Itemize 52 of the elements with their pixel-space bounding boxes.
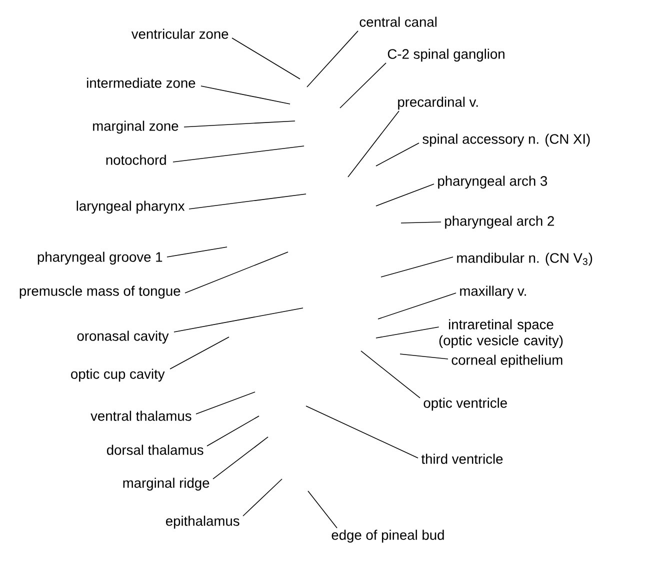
label: optic cup cavity xyxy=(71,368,165,382)
leader-line xyxy=(376,326,440,338)
leader-line xyxy=(378,292,456,320)
leader-line xyxy=(242,478,282,516)
label: spinal accessory n. (CN XI) xyxy=(422,134,590,147)
leader-line xyxy=(380,256,454,278)
leader-line xyxy=(174,308,304,332)
label: ventricular zone xyxy=(131,28,228,39)
leader-line xyxy=(400,222,442,224)
leader-line xyxy=(184,120,296,128)
label: third ventricle xyxy=(421,454,503,464)
leader-line xyxy=(166,246,228,258)
label: oronasal cavity xyxy=(77,330,169,344)
label: intermediate zone xyxy=(87,78,196,88)
label: precardinal v. xyxy=(398,96,478,110)
leader-line xyxy=(306,406,418,458)
leader-line xyxy=(306,30,358,88)
label: notochord xyxy=(106,154,166,165)
leader-line xyxy=(348,110,400,178)
label: central canal xyxy=(360,16,436,27)
label: C-2 spinal ganglion xyxy=(388,48,504,62)
leader-line xyxy=(170,336,230,370)
label: pharyngeal arch 3 xyxy=(438,176,548,189)
leader-line xyxy=(360,350,420,398)
label: dorsal thalamus xyxy=(106,444,204,455)
label: intraretinal space (optic vesicle cavity) xyxy=(439,319,563,348)
label: mandibular n. (CN V$_{3}$) xyxy=(457,252,592,266)
label: marginal zone xyxy=(93,120,178,134)
label: ventral thalamus xyxy=(90,410,192,421)
leader-line xyxy=(308,490,338,528)
leader-line xyxy=(206,416,260,446)
leader-line xyxy=(232,38,300,80)
leader-line xyxy=(184,252,288,294)
label: edge of pineal bud xyxy=(332,530,444,543)
label: optic ventricle xyxy=(424,398,507,411)
label: marginal ridge xyxy=(123,478,210,491)
label: maxillary v. xyxy=(460,286,526,299)
label: corneal epithelium xyxy=(452,354,562,368)
label: laryngeal pharynx xyxy=(76,200,185,214)
leader-line xyxy=(212,436,268,480)
label: epithalamus xyxy=(166,516,240,529)
leader-line xyxy=(196,392,256,414)
label: premuscle mass of tongue xyxy=(20,286,180,299)
label: pharyngeal groove 1 xyxy=(38,252,162,265)
label: pharyngeal arch 2 xyxy=(445,216,554,229)
leader-line xyxy=(172,146,304,162)
leader-line xyxy=(200,86,290,104)
leader-line xyxy=(400,354,448,360)
leader-line xyxy=(340,62,386,108)
leader-line xyxy=(188,194,306,210)
leader-line xyxy=(376,142,420,166)
leader-line xyxy=(376,184,434,206)
